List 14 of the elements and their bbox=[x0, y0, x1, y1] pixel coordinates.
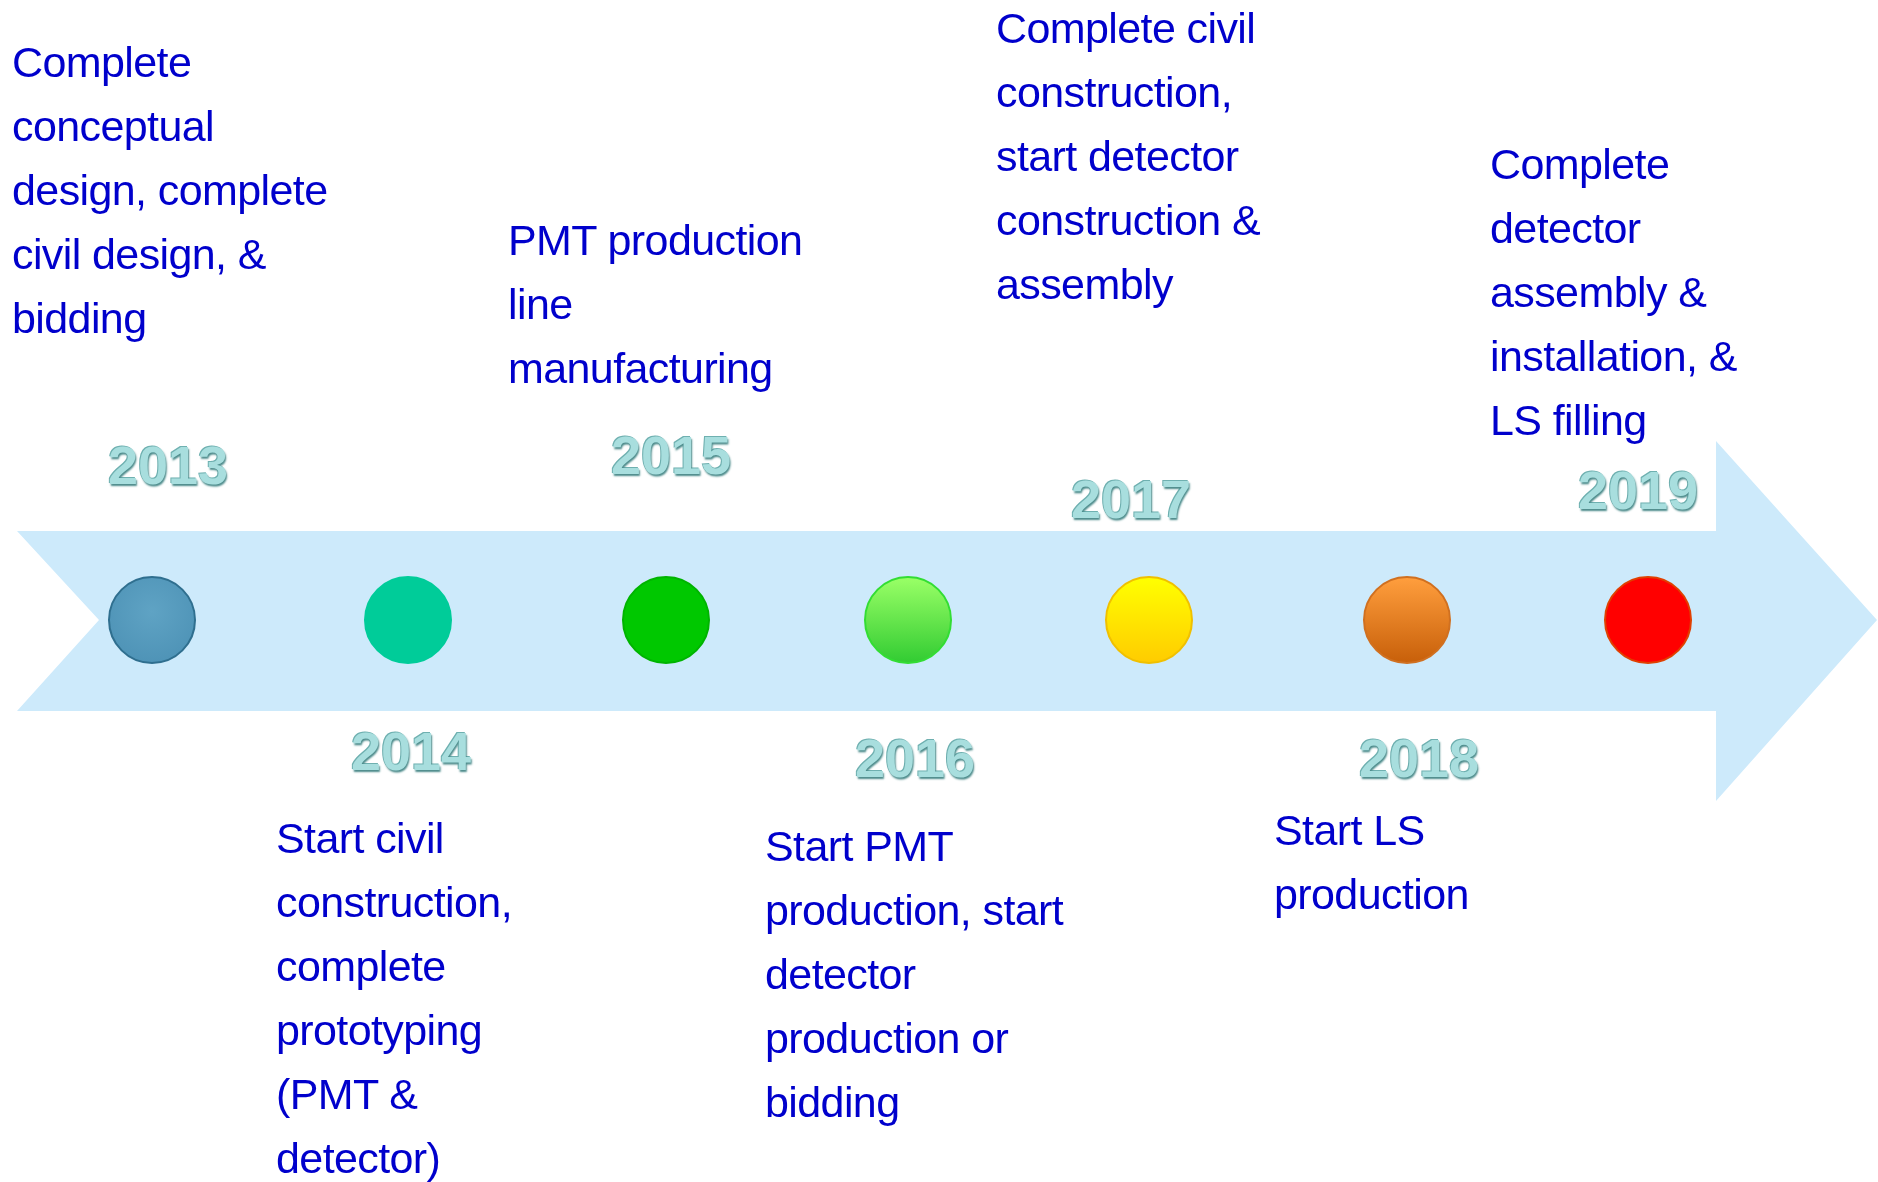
year-label: 2016 bbox=[854, 727, 976, 789]
milestone-description: PMT production line manufacturing bbox=[508, 215, 804, 394]
year-label: 2018 bbox=[1358, 727, 1480, 789]
milestone-description: Complete conceptual design, complete civil design, & bidding bbox=[12, 37, 329, 344]
year-label: 2015 bbox=[610, 424, 732, 486]
milestone-description: Start PMT production, start detector production or bidding bbox=[765, 821, 1065, 1128]
milestone-description: Start civil construction, complete prototyping (PMT & detector) bbox=[276, 813, 513, 1182]
milestone-description: Complete detector assembly & installation, & LS filling bbox=[1490, 139, 1738, 446]
milestone-description: Start LS production bbox=[1274, 805, 1470, 920]
year-label: 2019 bbox=[1577, 459, 1699, 521]
year-label: 2014 bbox=[350, 720, 472, 782]
year-label: 2013 bbox=[107, 434, 229, 496]
year-label: 2017 bbox=[1070, 468, 1192, 530]
milestone-description: Complete civil construction, start detector construction & assembly bbox=[996, 3, 1262, 310]
